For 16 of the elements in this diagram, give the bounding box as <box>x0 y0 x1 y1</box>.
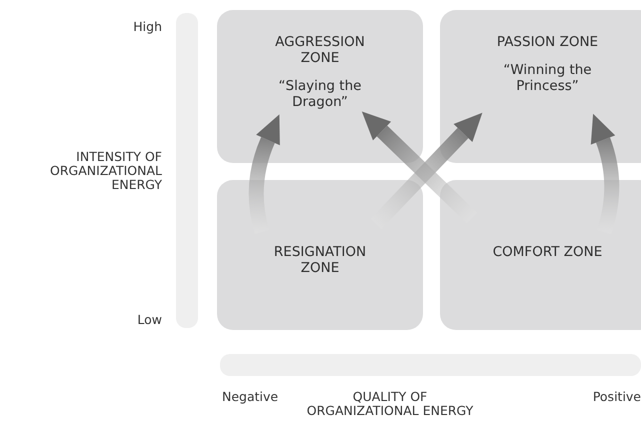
axis-label: QUALITY OF ORGANIZATIONAL ENERGY <box>306 390 474 418</box>
zone-quote: “Slaying the Dragon” <box>278 78 362 110</box>
zone-quote: “Winning the Princess” <box>502 62 593 94</box>
zone-title: RESIGNATION ZONE <box>272 244 368 276</box>
zone-box <box>217 10 423 163</box>
axis-label: Negative <box>222 390 280 404</box>
axis-label: Low <box>136 313 162 327</box>
zone-box <box>217 180 423 330</box>
zone-title: COMFORT ZONE <box>492 244 602 260</box>
zone-box <box>440 180 641 330</box>
zone-title: AGGRESSION ZONE <box>274 34 366 66</box>
zone-box <box>440 10 641 163</box>
axis-label: High <box>132 20 162 34</box>
zone-title: PASSION ZONE <box>496 34 598 50</box>
axis-label: Positive <box>592 390 641 404</box>
axis-label: INTENSITY OF ORGANIZATIONAL ENERGY <box>49 150 162 192</box>
